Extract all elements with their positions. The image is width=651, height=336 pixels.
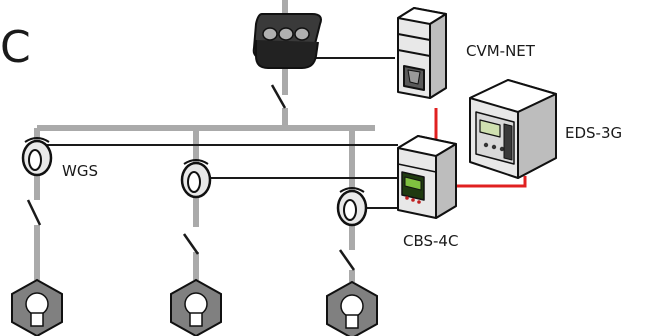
cbs-4c-controller-icon xyxy=(397,135,457,219)
cvm-net-meter-icon xyxy=(397,7,447,99)
label-wgs: WGS xyxy=(62,162,98,180)
label-eds-3g: EDS-3G xyxy=(565,124,622,142)
busbar-lines xyxy=(34,0,375,282)
switch-icon xyxy=(182,233,200,255)
title-fragment: C xyxy=(0,22,31,73)
toroidal-transformer-icon xyxy=(180,159,212,199)
lamp-icon xyxy=(11,278,63,336)
toroidal-transformer-icon xyxy=(336,187,368,227)
lamp-icon xyxy=(170,278,222,336)
toroidal-transformer-icon xyxy=(21,137,53,177)
switch-icon xyxy=(270,84,287,109)
eds-3g-display-icon xyxy=(469,79,557,179)
label-cvm-net: CVM-NET xyxy=(466,42,536,60)
lamp-icon xyxy=(326,280,378,336)
label-cbs-4c: CBS-4C xyxy=(403,232,458,250)
signal-wires xyxy=(40,57,400,209)
busbar-connector-icon xyxy=(252,13,322,69)
switch-icon xyxy=(26,199,42,226)
switch-icon xyxy=(338,249,356,271)
